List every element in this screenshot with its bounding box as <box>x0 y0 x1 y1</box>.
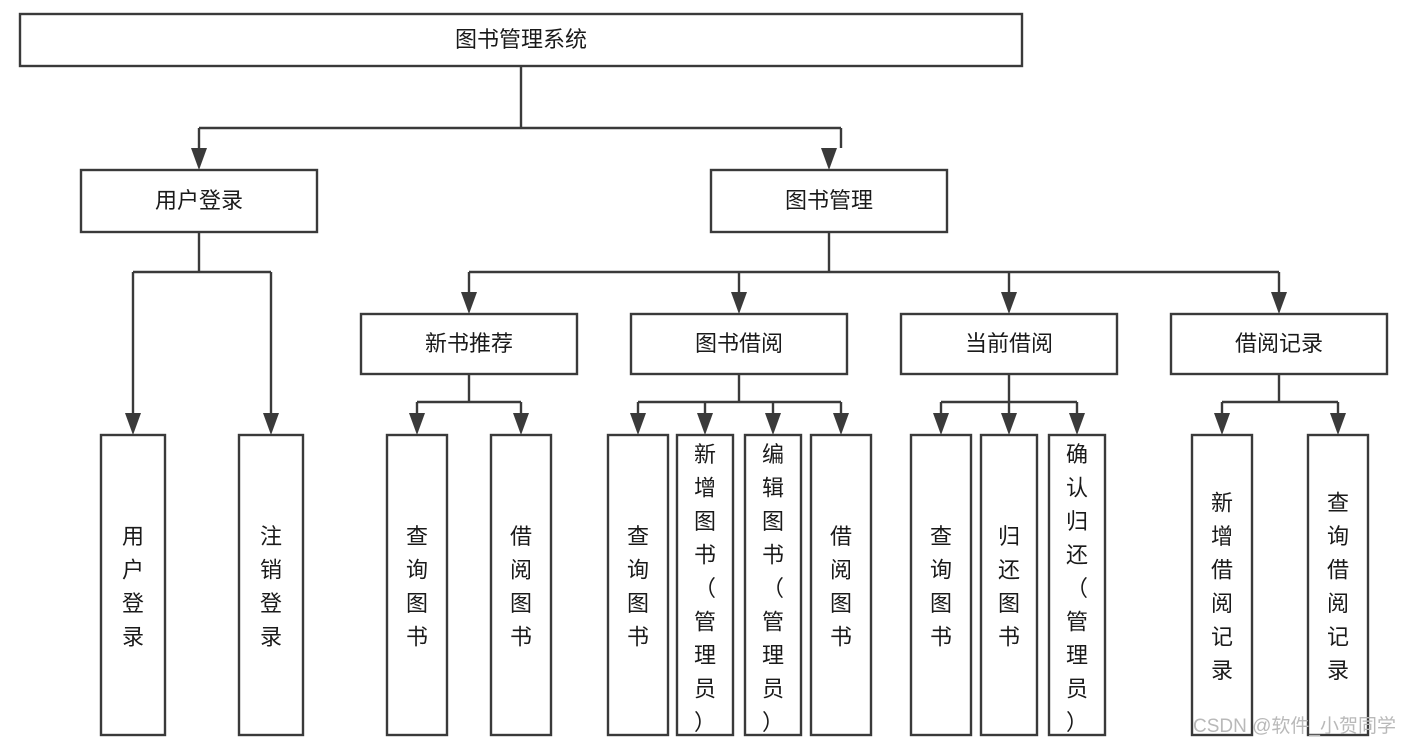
arrowhead-book-manage <box>821 148 837 170</box>
arrowhead-leaf-edit-book <box>765 413 781 435</box>
node-root-box[interactable] <box>18 12 1024 68</box>
node-current-borrow-box[interactable] <box>899 312 1119 376</box>
node-leaf-add-book-label: 新增图书（管理员） <box>694 442 716 735</box>
node-user-login-label: 用户登录 <box>155 188 243 213</box>
node-leaf-query-book-3-label: 查询图书 <box>930 524 952 650</box>
node-leaf-edit-book-box[interactable] <box>743 433 803 737</box>
node-new-book-recommend[interactable]: 新书推荐 <box>359 312 579 376</box>
node-leaf-borrow-book-2-box[interactable] <box>809 433 873 737</box>
node-book-manage[interactable]: 图书管理 <box>709 168 949 234</box>
node-leaf-user-logout-box[interactable] <box>237 433 305 737</box>
node-leaf-add-book-box[interactable] <box>675 433 735 737</box>
connector-record-to-leaves <box>1220 374 1340 413</box>
connector-recommend-to-leaves <box>415 374 523 413</box>
node-leaf-borrow-book-1-box[interactable] <box>489 433 553 737</box>
node-root[interactable]: 图书管理系统 <box>18 12 1024 68</box>
node-leaf-confirm-return-box[interactable] <box>1047 433 1107 737</box>
node-leaf-edit-book-label: 编辑图书（管理员） <box>762 442 784 735</box>
arrowhead-leaf-user-logout <box>263 413 279 435</box>
connector-user-login-to-leaves <box>131 232 273 413</box>
arrowhead-new-book-recommend <box>461 292 477 314</box>
node-leaf-edit-book[interactable]: 编辑图书（管理员） <box>743 433 803 737</box>
csdn-watermark: CSDN @软件_小贺同学 <box>1193 715 1396 737</box>
node-leaf-query-book-2[interactable]: 查询图书 <box>606 433 670 737</box>
connector-current-to-leaves <box>939 374 1079 413</box>
arrowhead-leaf-borrow-book-1 <box>513 413 529 435</box>
node-leaf-add-record-label: 新增借阅记录 <box>1211 491 1233 684</box>
node-leaf-user-login-label: 用户登录 <box>122 524 144 650</box>
node-leaf-confirm-return[interactable]: 确认归还（管理员） <box>1047 433 1107 737</box>
node-leaf-query-book-3[interactable]: 查询图书 <box>909 433 973 737</box>
node-leaf-borrow-book-1-label: 借阅图书 <box>510 524 532 650</box>
node-leaf-add-book[interactable]: 新增图书（管理员） <box>675 433 735 737</box>
node-leaf-query-book-3-box[interactable] <box>909 433 973 737</box>
connector-root-to-level2 <box>197 66 843 148</box>
node-leaf-user-login-box[interactable] <box>99 433 167 737</box>
node-borrow-record[interactable]: 借阅记录 <box>1169 312 1389 376</box>
arrowhead-leaf-user-login <box>125 413 141 435</box>
node-book-borrow-label: 图书借阅 <box>695 331 783 356</box>
node-current-borrow-label: 当前借阅 <box>965 331 1053 356</box>
node-leaf-query-record[interactable]: 查询借阅记录 <box>1306 433 1370 737</box>
node-current-borrow[interactable]: 当前借阅 <box>899 312 1119 376</box>
arrowhead-leaf-add-book <box>697 413 713 435</box>
node-leaf-query-book-1[interactable]: 查询图书 <box>385 433 449 737</box>
node-leaf-return-book[interactable]: 归还图书 <box>979 433 1039 737</box>
node-leaf-borrow-book-2[interactable]: 借阅图书 <box>809 433 873 737</box>
node-leaf-add-record-box[interactable] <box>1190 433 1254 737</box>
arrowhead-leaf-borrow-book-2 <box>833 413 849 435</box>
node-book-borrow[interactable]: 图书借阅 <box>629 312 849 376</box>
arrowhead-leaf-query-record <box>1330 413 1346 435</box>
node-book-borrow-box[interactable] <box>629 312 849 376</box>
node-leaf-confirm-return-label: 确认归还（管理员） <box>1066 442 1088 735</box>
arrowhead-borrow-record <box>1271 292 1287 314</box>
arrowhead-leaf-query-book-3 <box>933 413 949 435</box>
node-user-login-box[interactable] <box>79 168 319 234</box>
node-leaf-return-book-label: 归还图书 <box>998 524 1020 650</box>
arrowhead-leaf-query-book-1 <box>409 413 425 435</box>
node-leaf-query-record-label: 查询借阅记录 <box>1327 491 1349 684</box>
connector-layer <box>125 66 1346 435</box>
node-root-label: 图书管理系统 <box>455 27 587 52</box>
arrowhead-leaf-confirm-return <box>1069 413 1085 435</box>
node-leaf-borrow-book-1[interactable]: 借阅图书 <box>489 433 553 737</box>
node-book-manage-label: 图书管理 <box>785 188 873 213</box>
arrowhead-leaf-query-book-2 <box>630 413 646 435</box>
arrowhead-book-borrow <box>731 292 747 314</box>
node-new-book-recommend-label: 新书推荐 <box>425 331 513 356</box>
node-leaf-user-login[interactable]: 用户登录 <box>99 433 167 737</box>
node-leaf-query-book-2-box[interactable] <box>606 433 670 737</box>
node-leaf-user-logout[interactable]: 注销登录 <box>237 433 305 737</box>
node-borrow-record-box[interactable] <box>1169 312 1389 376</box>
node-leaf-return-book-box[interactable] <box>979 433 1039 737</box>
arrowhead-leaf-add-record <box>1214 413 1230 435</box>
node-leaf-query-record-box[interactable] <box>1306 433 1370 737</box>
node-user-login[interactable]: 用户登录 <box>79 168 319 234</box>
arrowhead-current-borrow <box>1001 292 1017 314</box>
node-leaf-query-book-1-box[interactable] <box>385 433 449 737</box>
node-leaf-borrow-book-2-label: 借阅图书 <box>830 524 852 650</box>
connector-borrow-to-leaves <box>636 374 843 413</box>
node-book-manage-box[interactable] <box>709 168 949 234</box>
node-borrow-record-label: 借阅记录 <box>1235 331 1323 356</box>
connector-book-manage-to-level3 <box>467 232 1281 292</box>
node-leaf-add-record[interactable]: 新增借阅记录 <box>1190 433 1254 737</box>
node-leaf-user-logout-label: 注销登录 <box>260 524 282 650</box>
node-leaf-query-book-1-label: 查询图书 <box>406 524 428 650</box>
arrowhead-leaf-return-book <box>1001 413 1017 435</box>
node-new-book-recommend-box[interactable] <box>359 312 579 376</box>
node-leaf-query-book-2-label: 查询图书 <box>627 524 649 650</box>
arrowhead-user-login <box>191 148 207 170</box>
